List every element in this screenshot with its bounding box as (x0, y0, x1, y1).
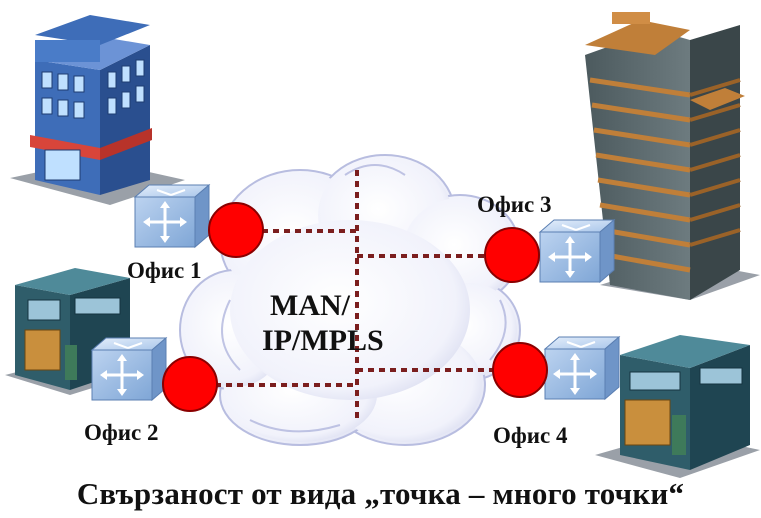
cloud-label-line2: IP/MPLS (262, 324, 384, 357)
node-office2 (162, 356, 218, 412)
switch-office3-icon (538, 218, 616, 284)
office1-label: Офис 1 (127, 258, 202, 283)
office4-label: Офис 4 (493, 423, 568, 448)
building-office1-icon (10, 15, 185, 205)
node-office3 (484, 227, 540, 283)
building-office4-icon (595, 335, 760, 478)
diagram-caption: Свързаност от вида „точка – много точки“ (76, 476, 685, 511)
cloud-label-line1: MAN/ (270, 289, 351, 322)
switch-office2-icon (90, 336, 168, 402)
office3-label: Офис 3 (477, 192, 552, 217)
switch-office4-icon (543, 335, 621, 401)
switch-office1-icon (133, 183, 211, 249)
node-office4 (492, 342, 548, 398)
cloud (179, 154, 521, 446)
links (215, 170, 495, 420)
nodes (162, 202, 548, 412)
node-office1 (208, 202, 264, 258)
office2-label: Офис 2 (84, 420, 159, 445)
